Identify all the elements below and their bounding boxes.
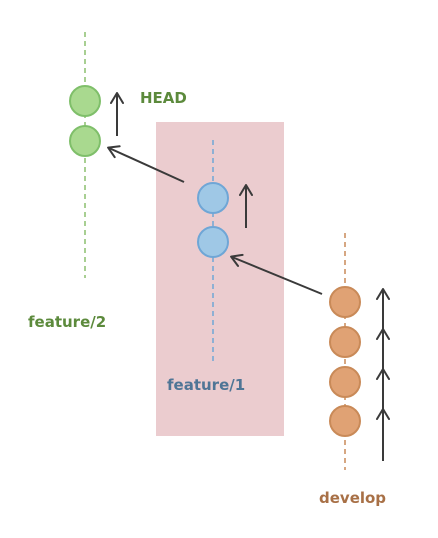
develop-commit-4 — [329, 405, 361, 437]
feature1-to-feature2-arrow — [107, 145, 185, 183]
develop-branch-label: develop — [319, 489, 386, 507]
feature1-commit-2 — [197, 226, 229, 258]
feature2-commit-2 — [69, 125, 101, 157]
feature1-commit-1 — [197, 182, 229, 214]
develop-to-feature1-arrow — [230, 253, 323, 295]
feature1-highlight-region — [156, 122, 284, 436]
head-label: HEAD — [140, 89, 187, 107]
feature2-commit-1 — [69, 85, 101, 117]
feature1-branch-label: feature/1 — [167, 376, 245, 394]
develop-commit-2 — [329, 326, 361, 358]
develop-commit-1 — [329, 286, 361, 318]
develop-commit-3 — [329, 366, 361, 398]
feature2-branch-label: feature/2 — [28, 313, 106, 331]
